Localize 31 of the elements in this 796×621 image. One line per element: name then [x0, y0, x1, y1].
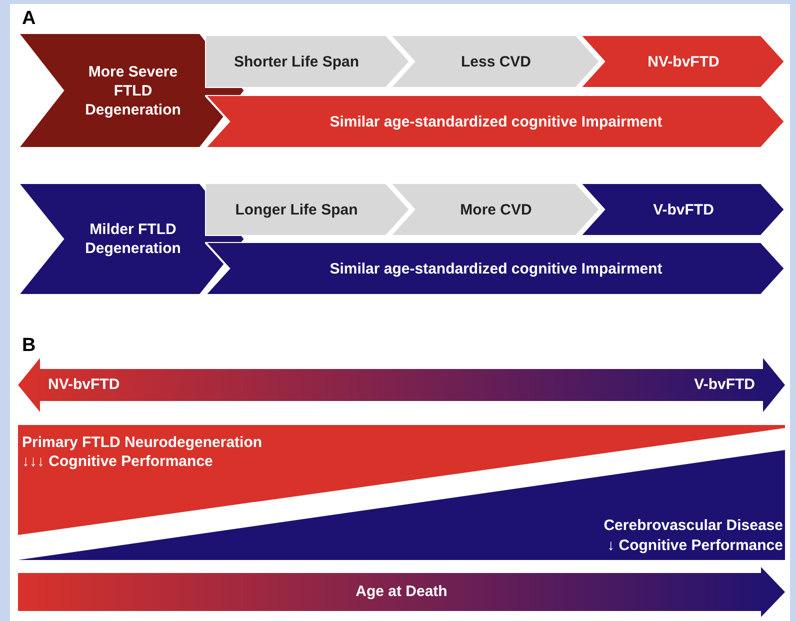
arrow-label: Similar age-standardized cognitive Impairment: [328, 259, 664, 278]
chevron-banner: [205, 35, 410, 88]
chevron-banner: [580, 35, 785, 88]
gradient-arrow: [18, 567, 785, 617]
chevron-banner: [580, 183, 785, 236]
chevron-banner: [205, 183, 410, 236]
arrow-label: More CVD: [459, 200, 533, 219]
chevron-banner: [205, 242, 785, 295]
arrow-label: Less CVD: [460, 52, 532, 71]
arrow-label: Cerebrovascular Disease: [604, 516, 783, 535]
arrow-label: Milder FTLD Degeneration: [84, 220, 182, 258]
arrow-label: Shorter Life Span: [232, 52, 360, 71]
arrow-label: V-bvFTD: [694, 375, 755, 394]
arrow-label: Primary FTLD Neurodegeneration: [22, 433, 262, 452]
arrow-label: More Severe FTLD Degeneration: [84, 62, 182, 119]
arrow-label: ↓↓↓ Cognitive Performance: [22, 452, 213, 471]
arrow-label: NV-bvFTD: [646, 52, 720, 71]
chevron-banner: [390, 35, 600, 88]
arrow-label: NV-bvFTD: [48, 375, 120, 394]
arrow-label: Similar age-standardized cognitive Impairment: [328, 112, 664, 131]
arrow-label: Longer Life Span: [234, 200, 359, 219]
panel-letter: B: [22, 335, 36, 357]
wedge-shape: [18, 425, 785, 535]
chevron-banner: [390, 183, 600, 236]
arrow-label: ↓ Cognitive Performance: [607, 536, 783, 555]
chevron-banner: [205, 95, 785, 148]
arrow-label: V-bvFTD: [652, 200, 715, 219]
wedge-shape: [18, 450, 785, 560]
panel-letter: A: [22, 8, 36, 30]
double-arrow: [18, 358, 785, 412]
arrow-label: Age at Death: [354, 582, 448, 601]
